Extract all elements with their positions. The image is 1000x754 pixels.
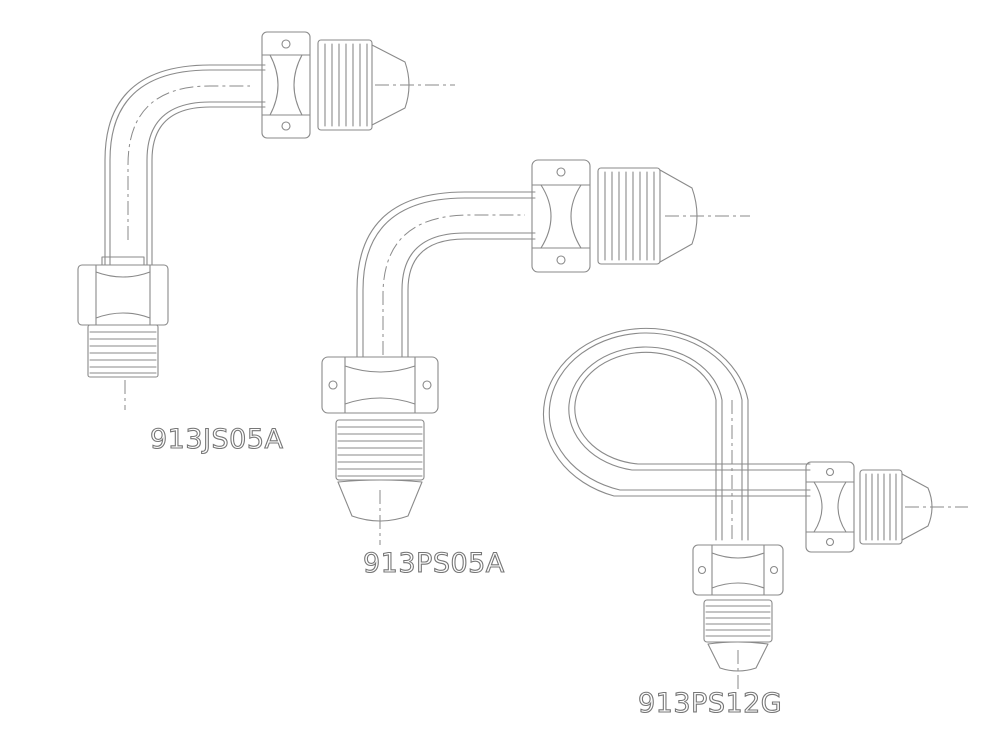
elbow-fitting-913js05a <box>77 31 455 410</box>
elbow-fitting-913ps05a <box>321 159 750 545</box>
bent-tube <box>356 191 536 358</box>
flare-thread <box>317 39 455 131</box>
flare-thread <box>859 469 968 545</box>
bent-tube <box>104 64 266 266</box>
part-number-label: 913PS05A <box>362 548 505 579</box>
flare-thread <box>703 599 773 690</box>
hex-nut-horizontal <box>531 159 591 273</box>
pipe-thread <box>87 324 159 410</box>
hex-nut-horizontal <box>805 461 855 553</box>
hex-nut-vertical <box>321 356 439 414</box>
part-number-label: 913JS05A <box>149 424 284 455</box>
loop-tube <box>542 327 811 541</box>
loop-fitting-913ps12g <box>542 327 968 690</box>
flare-thread <box>597 167 750 265</box>
hex-nut-vertical <box>692 544 784 596</box>
hex-nut-horizontal <box>261 31 311 139</box>
part-number-label: 913PS12G <box>637 688 783 719</box>
hex-nut-vertical <box>77 256 169 326</box>
flare-thread <box>335 419 425 545</box>
